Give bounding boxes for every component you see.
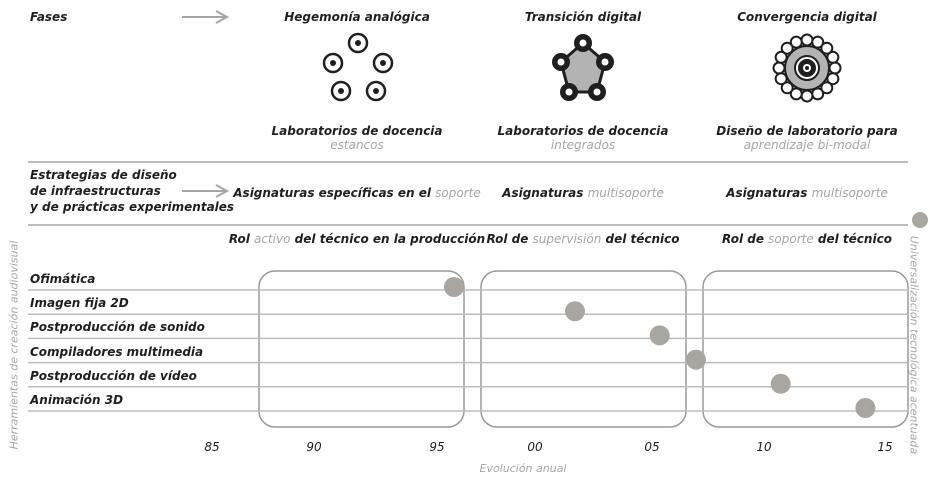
- axis-tick-label: 85: [204, 440, 220, 454]
- tool-label: Animación 3D: [30, 393, 124, 407]
- phase-box-analog: [258, 270, 465, 428]
- analog-nodes-icon: [322, 32, 394, 102]
- phase-lab-transition: Laboratorios de docencia integrados: [497, 124, 669, 152]
- tool-adoption-dot: [855, 398, 876, 418]
- subjects-transition: Asignaturas multisoporte: [502, 186, 664, 200]
- axis-tick-label: 00: [527, 440, 543, 454]
- axis-tick-label: 90: [306, 440, 322, 454]
- subjects-convergence: Asignaturas multisoporte: [726, 186, 888, 200]
- role-convergence: Rol de soporte del técnico: [722, 232, 892, 246]
- role-analog: Rol activo del técnico en la producción: [228, 232, 486, 246]
- right-axis-label: Universalización tecnológica acentuada: [907, 235, 921, 455]
- role-transition: Rol de supervisión del técnico: [486, 232, 680, 246]
- convergence-ring-icon: [772, 33, 842, 103]
- axis-tick-label: 95: [429, 440, 445, 454]
- phase-title-analog: Hegemonía analógica: [284, 10, 430, 24]
- tool-label: Imagen fija 2D: [30, 296, 129, 311]
- tool-adoption-dot: [565, 301, 585, 322]
- tool-label: Postproducción de vídeo: [30, 368, 197, 383]
- phase-title-convergence: Convergencia digital: [737, 10, 877, 24]
- axis-tick-label: 15: [877, 440, 893, 454]
- tool-adoption-dot: [686, 349, 706, 370]
- tool-label: Compiladores multimedia: [30, 344, 204, 359]
- axis-tick-label: 10: [756, 440, 772, 454]
- tool-label: Postproducción de sonido: [30, 320, 205, 335]
- phase-box-convergence: [702, 270, 909, 428]
- arrow-icon: [182, 184, 230, 198]
- phase-lab-convergence: Diseño de laboratorio para aprendizaje b…: [716, 124, 898, 152]
- tool-adoption-dot: [770, 373, 791, 394]
- phase-box-transition: [480, 270, 687, 428]
- strategy-label: Estrategias de diseño de infraestructura…: [30, 168, 235, 214]
- connected-nodes-icon: [552, 34, 614, 101]
- tool-adoption-dot: [444, 277, 464, 297]
- axis-tick-label: 05: [644, 440, 660, 454]
- separator-line-top: [28, 161, 908, 163]
- phase-title-transition: Transición digital: [524, 10, 642, 24]
- tool-label: Ofimática: [30, 272, 96, 286]
- separator-line-middle: [28, 224, 908, 226]
- bottom-axis-label: Evolución anual: [479, 462, 567, 475]
- universalization-dot: [912, 212, 928, 228]
- left-axis-label: Herramientas de creación audiovisual: [7, 240, 21, 450]
- tool-adoption-dot: [649, 325, 670, 346]
- phases-label: Fases: [30, 10, 68, 24]
- subjects-analog: Asignaturas específicas en el soporte: [233, 186, 481, 200]
- arrow-icon: [182, 10, 230, 24]
- phase-lab-analog: Laboratorios de docencia estancos: [271, 124, 443, 152]
